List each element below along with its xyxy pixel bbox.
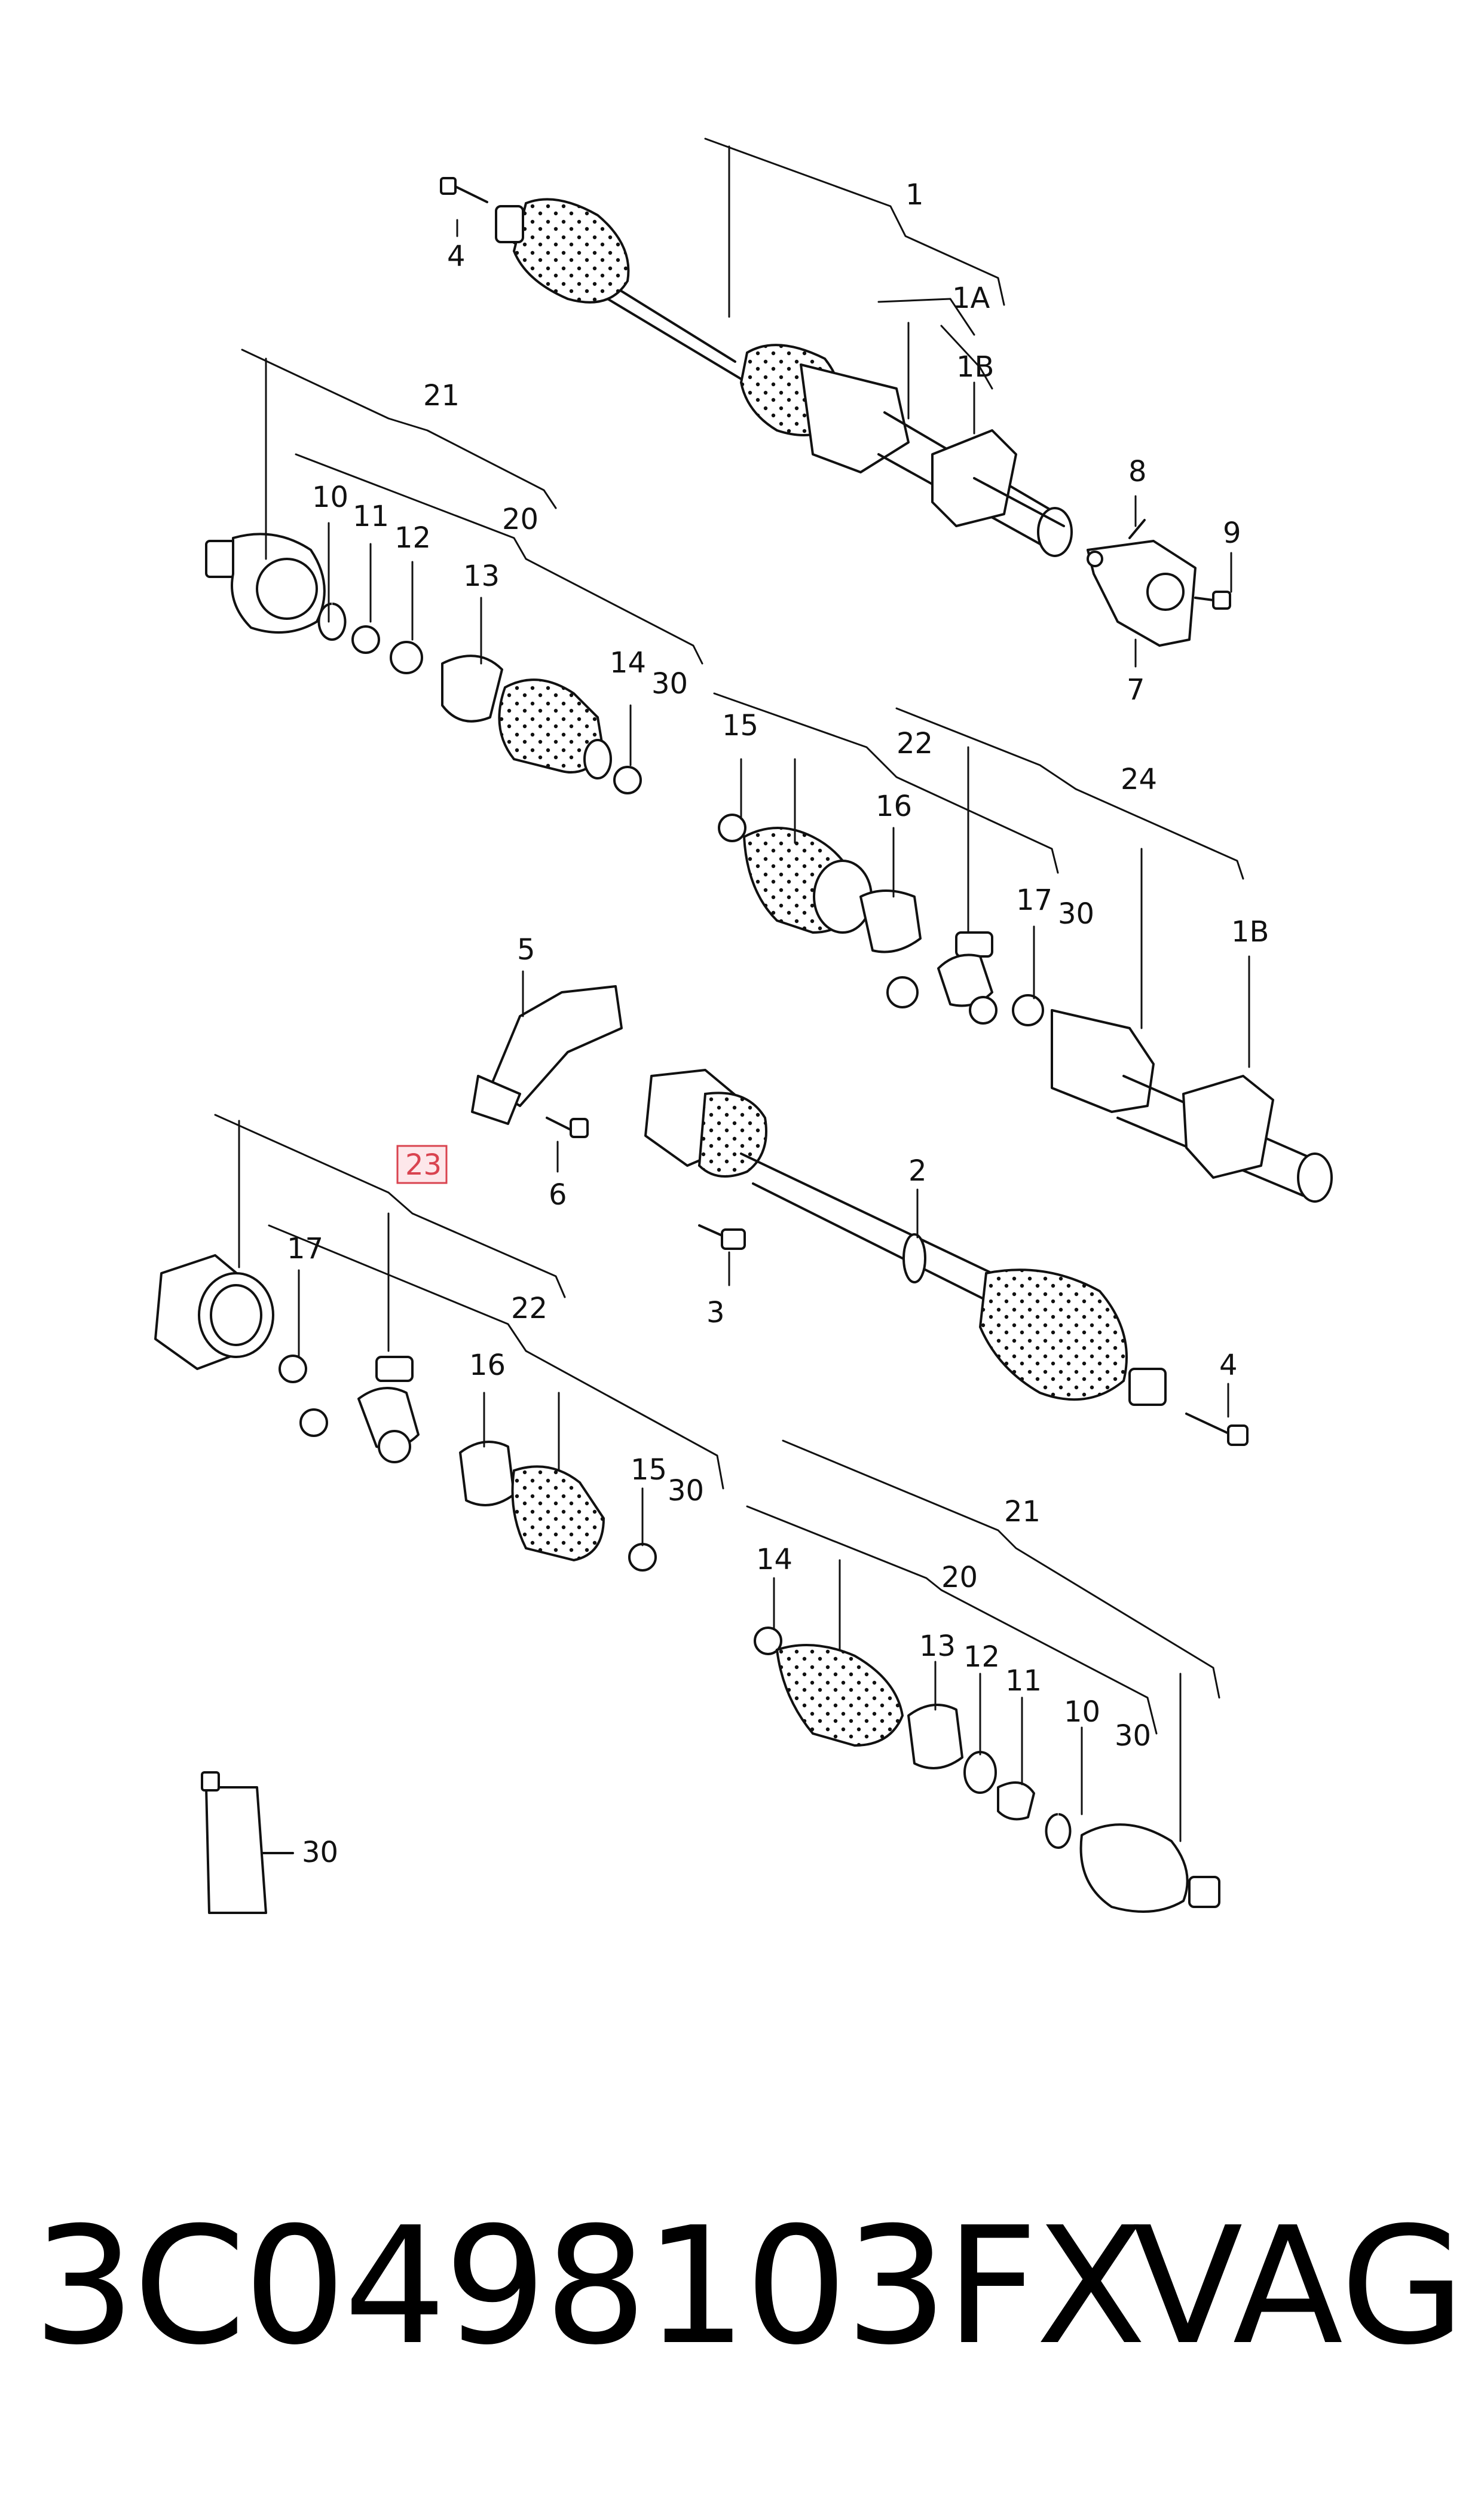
brand-label: VAG (1133, 2192, 1465, 2380)
bolt-4-mid (1185, 1413, 1249, 1446)
leader-lines (214, 137, 1250, 1842)
callout-1b-top: 1B (956, 350, 994, 384)
callout-16-top: 16 (876, 790, 912, 823)
callout-2: 2 (908, 1154, 927, 1188)
callout-16-left: 16 (469, 1349, 506, 1382)
cv-joint-21-top (205, 533, 503, 723)
callout-20-top: 20 (502, 503, 538, 536)
callout-17-top: 17 (1016, 883, 1052, 917)
callout-15-top: 15 (722, 709, 758, 742)
callout-1b-mid: 1B (1231, 915, 1269, 949)
callout-1a: 1A (952, 282, 990, 315)
callout-24: 24 (1121, 763, 1157, 796)
callout-21-top: 21 (423, 379, 460, 412)
heat-shield-5 (471, 985, 623, 1125)
callout-8: 8 (1128, 455, 1147, 488)
callout-30-tube: 30 (302, 1836, 338, 1869)
callout-1: 1 (905, 178, 924, 212)
callout-11-top: 11 (353, 500, 389, 533)
callout-10-top: 10 (312, 481, 348, 514)
callout-30-c: 30 (668, 1474, 704, 1508)
tripod-housing-22 (154, 1254, 420, 1463)
callout-10-bottom: 10 (1064, 1695, 1100, 1729)
tripod-housing-24 (1051, 1009, 1333, 1203)
callout-20-bottom: 20 (941, 1561, 978, 1594)
boot-assembly-mid (718, 814, 1044, 1026)
callout-3: 3 (706, 1296, 725, 1329)
boot-assembly-left (459, 1441, 657, 1572)
callout-30-a: 30 (651, 667, 688, 701)
callout-30-b: 30 (1058, 897, 1094, 931)
callout-7: 7 (1127, 673, 1145, 707)
callout-labels: 1 1A 1B 4 8 9 7 21 20 10 11 12 13 14 30 … (287, 178, 1269, 1869)
callout-21-bottom: 21 (1004, 1495, 1041, 1528)
callout-12-bottom: 12 (963, 1640, 1000, 1674)
boot-assembly-bottom (754, 1627, 1220, 1913)
callout-9: 9 (1223, 516, 1241, 550)
drive-shaft-2 (644, 1069, 1167, 1406)
callout-23: 23 (405, 1148, 442, 1182)
bracket-7 (1087, 519, 1231, 647)
drive-shaft-1 (495, 198, 1073, 557)
callout-6: 6 (549, 1178, 567, 1212)
callout-22-top: 22 (896, 727, 933, 760)
callout-13-bottom: 13 (919, 1630, 956, 1663)
callout-13-top: 13 (463, 560, 500, 593)
callout-17-left: 17 (287, 1232, 323, 1265)
callout-5: 5 (517, 933, 536, 967)
boot-20-top (498, 678, 642, 794)
bolt-4-top (440, 177, 488, 203)
callout-23-highlight: 23 (396, 1145, 448, 1184)
callout-30-d: 30 (1115, 1719, 1151, 1753)
bolt-6 (546, 1117, 589, 1138)
callout-15-left: 15 (631, 1453, 667, 1487)
part-number-label: 3C0498103FX (33, 2192, 1146, 2380)
bolt-3 (698, 1224, 746, 1250)
callout-14-bottom: 14 (756, 1543, 793, 1576)
callout-11-bottom: 11 (1005, 1664, 1042, 1698)
callout-4-top: 4 (447, 240, 466, 273)
callout-22-left: 22 (511, 1292, 547, 1325)
callout-12-top: 12 (394, 521, 431, 555)
grease-tube-30 (201, 1771, 294, 1914)
callout-4-mid: 4 (1219, 1349, 1238, 1382)
callout-14-top: 14 (610, 646, 646, 680)
